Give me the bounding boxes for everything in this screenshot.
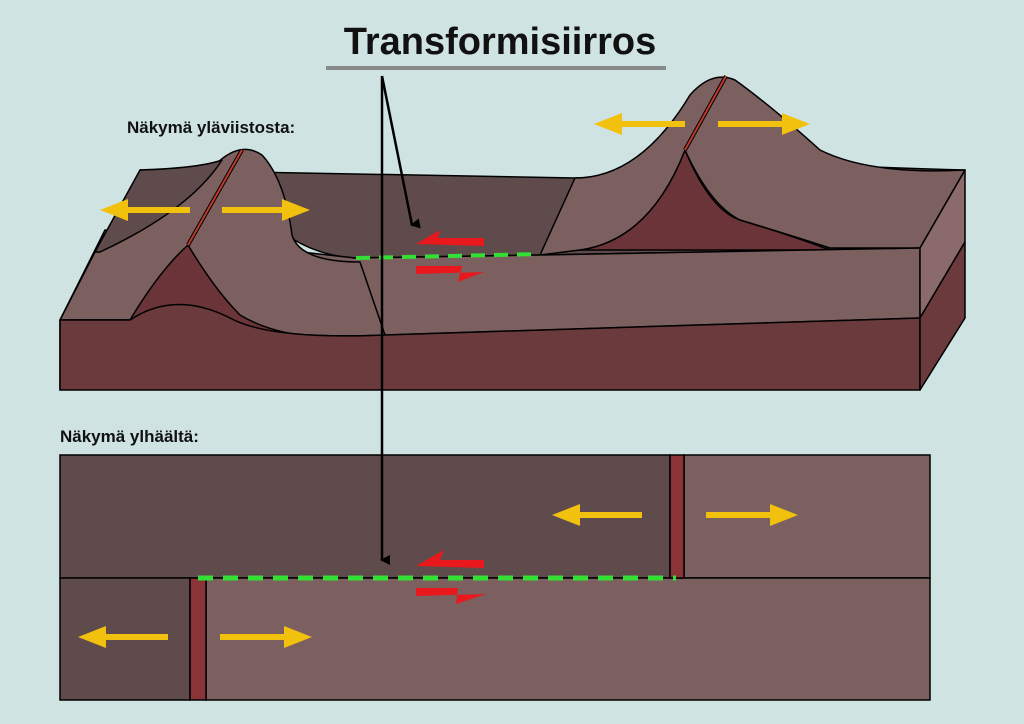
top-plate-lower-right: [205, 577, 931, 701]
arrow-yellow-icon: [220, 626, 312, 648]
label-oblique-view: Näkymä yläviistosta:: [127, 118, 295, 137]
top-ridge-left: [189, 577, 207, 701]
half-arrow-red-icon: [416, 230, 486, 604]
arrow-yellow-icon: [594, 113, 685, 135]
left-ridge-axis-red: [187, 149, 243, 246]
right-ridge-hump: [539, 76, 966, 256]
label-top-view: Näkymä ylhäältä:: [60, 427, 199, 446]
arrow-yellow-icon: [718, 113, 810, 135]
top-view-block: [59, 454, 931, 701]
top-ridge-right: [669, 454, 685, 579]
arrow-yellow-icon: [100, 199, 190, 221]
arrow-yellow-icon: [706, 504, 798, 526]
arrow-yellow-icon: [552, 504, 642, 526]
arrow-yellow-icon: [78, 626, 168, 648]
fault-line-oblique: [355, 252, 541, 260]
oblique-block: [59, 76, 966, 391]
half-arrow-red-icon: [416, 588, 486, 604]
half-arrow-red-icon: [416, 230, 484, 246]
half-arrow-red-icon: [416, 266, 484, 282]
title-underline: [326, 66, 666, 70]
left-ridge-back-slope: [94, 159, 223, 253]
arrow-yellow-icon: [78, 113, 810, 648]
title: Transformisiirros: [344, 21, 657, 63]
front-face: [59, 303, 921, 391]
right-ridge-axis-red: [684, 75, 727, 151]
right-face-lower: [919, 241, 966, 391]
half-arrow-red-icon: [416, 550, 484, 568]
arrow-yellow-icon: [222, 199, 310, 221]
pointer-arrow-to-oblique: [380, 75, 421, 229]
